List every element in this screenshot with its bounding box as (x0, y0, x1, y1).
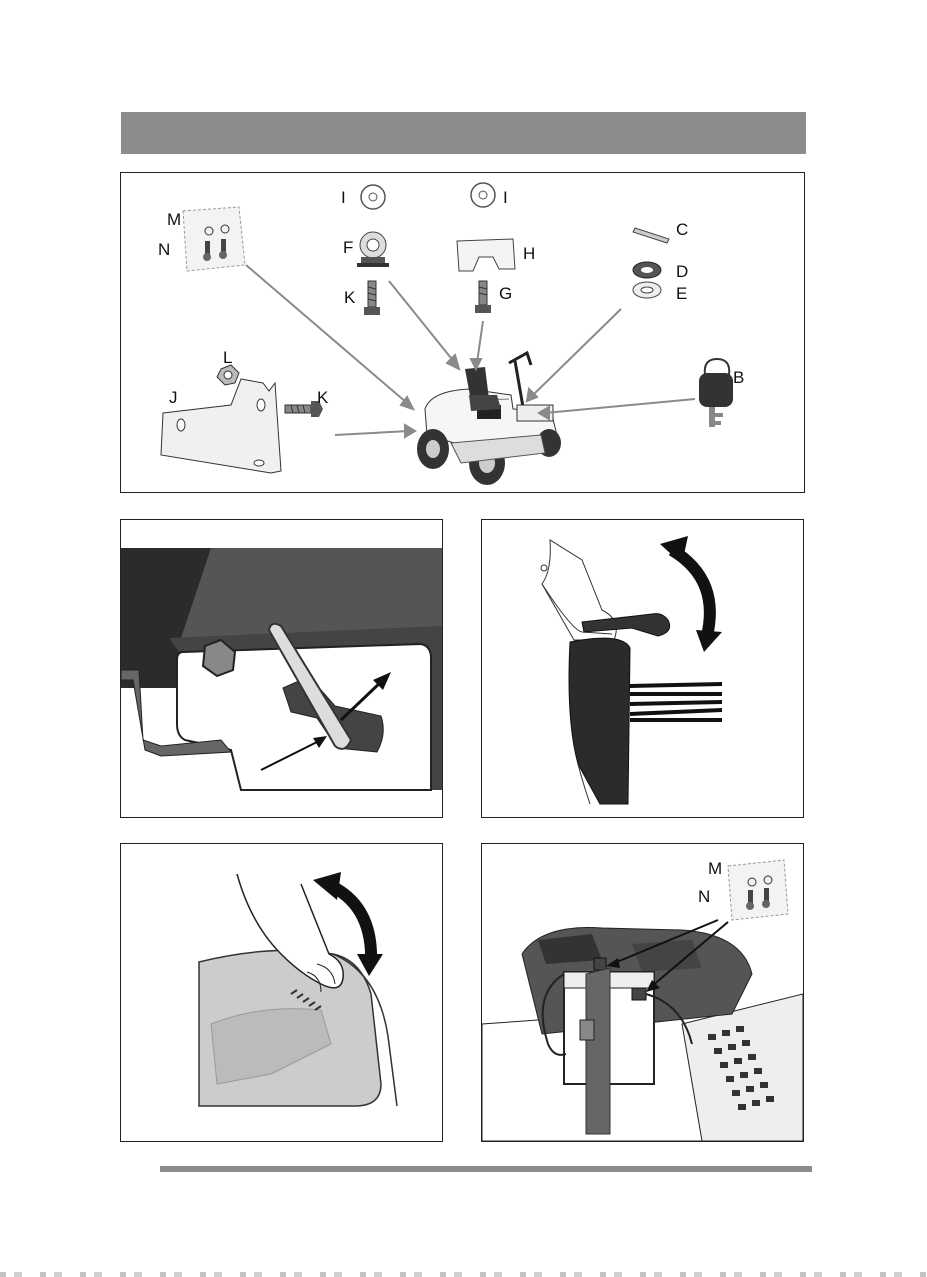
label-N: N (158, 240, 170, 259)
bracket-hole-icon (254, 460, 264, 466)
washer-hole-icon (369, 193, 377, 201)
section-header-bar (121, 112, 806, 154)
washer-icon (471, 183, 495, 207)
up-down-arrow (672, 550, 710, 640)
label-M: M (708, 859, 722, 878)
label-B: B (733, 368, 744, 387)
label-C: C (676, 220, 688, 239)
flange-nut-icon (357, 232, 389, 267)
label-G: G (499, 284, 512, 303)
step-panel-lever-slot (120, 519, 443, 818)
step-panel-battery: M N (481, 843, 804, 1142)
spacer-bracket-icon (457, 239, 515, 271)
label-D: D (676, 262, 688, 281)
label-E: E (676, 284, 687, 303)
hex-nut-hole-icon (224, 371, 232, 379)
label-F: F (343, 238, 353, 257)
seat-springs (630, 684, 722, 720)
hand-hood-illustration (121, 844, 442, 1141)
label-I-left: I (341, 188, 346, 207)
label-N: N (698, 887, 710, 906)
washer-hole-icon (479, 191, 487, 199)
battery-terminal-icon (594, 958, 606, 970)
screw-bag-icon (183, 207, 245, 271)
riding-mower-illustration (417, 353, 561, 485)
lever-slot-illustration (121, 520, 442, 817)
washer-icon (361, 185, 385, 209)
label-M: M (167, 210, 181, 229)
step-panel-seat-lever (481, 519, 804, 818)
label-K-bottom: K (317, 388, 329, 407)
battery-terminal-icon (632, 988, 646, 1000)
bracket-hole-icon (177, 419, 185, 431)
parts-overview-panel: M N I I F H K (120, 172, 805, 493)
seat-back (569, 638, 630, 804)
ignition-key-icon (699, 359, 733, 427)
battery-strap (586, 968, 610, 1134)
arrow-head-icon (696, 630, 722, 652)
arrow-head-icon (313, 872, 341, 900)
footer-bar (160, 1166, 812, 1172)
pin-icon (633, 228, 669, 243)
label-L: L (223, 348, 232, 367)
screw-bag-icon (728, 860, 788, 920)
battery-illustration: M N (482, 844, 803, 1141)
label-K-top: K (344, 288, 356, 307)
parts-illustration: M N I I F H K (121, 173, 804, 492)
seat-lever-illustration (482, 520, 803, 817)
step-panel-hand-hood (120, 843, 443, 1142)
label-I-right: I (503, 188, 508, 207)
bolt-icon (364, 281, 380, 315)
bracket-hole-icon (257, 399, 265, 411)
washer-hole-icon (641, 287, 653, 293)
strap-buckle-icon (580, 1020, 594, 1040)
bolt-icon (475, 281, 491, 313)
washer-hole-icon (641, 267, 653, 273)
label-H: H (523, 244, 535, 263)
label-J: J (169, 388, 178, 407)
scan-artifact (0, 1272, 927, 1277)
